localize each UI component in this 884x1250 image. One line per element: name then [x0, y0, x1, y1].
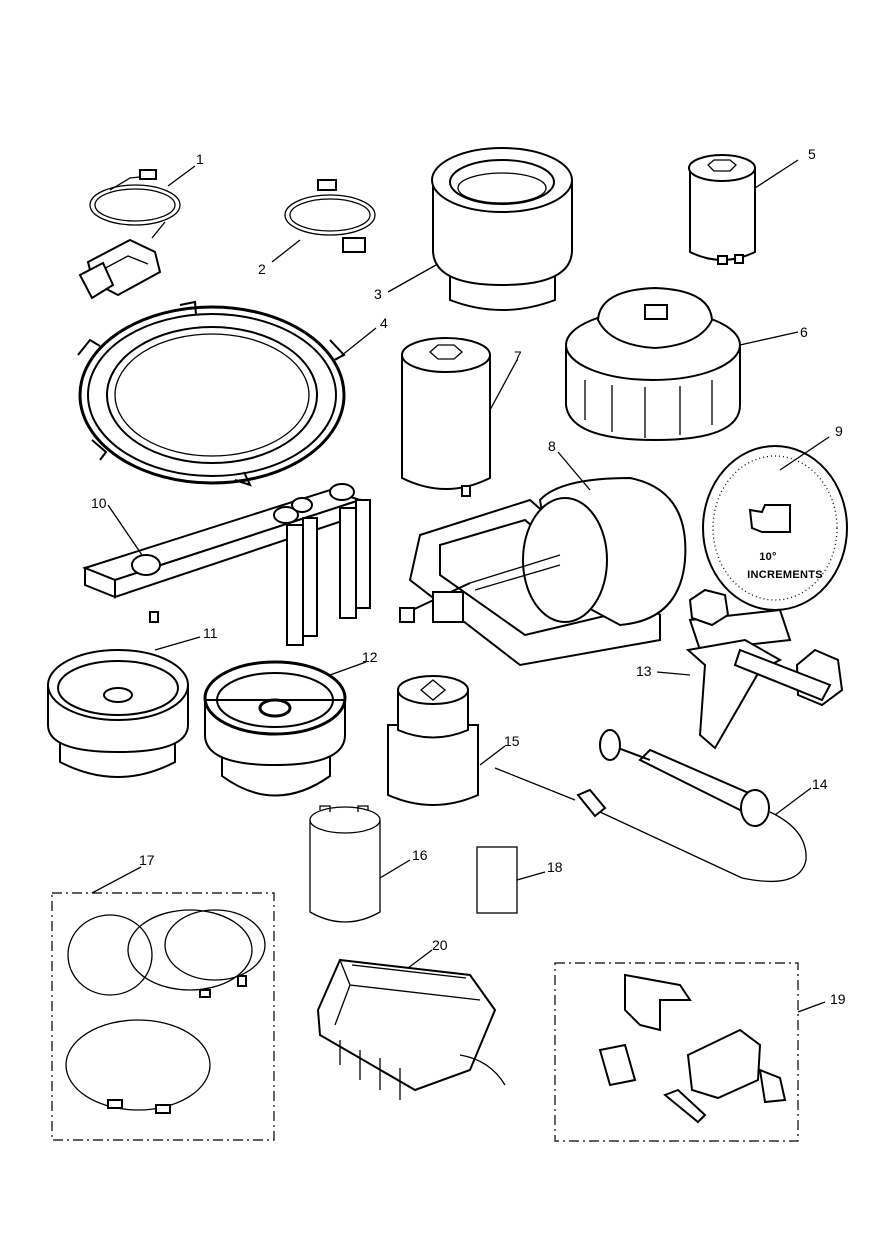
bearing-puller-frame — [399, 476, 687, 667]
callout-5: 5 — [808, 146, 816, 162]
cam-locking-tool — [685, 588, 844, 750]
deep-socket — [401, 337, 491, 497]
protractor-increments-label: INCREMENTS — [747, 569, 823, 581]
leader-lines — [91, 159, 830, 1013]
callout-3: 3 — [374, 286, 382, 302]
callout-numbers: 1 2 3 4 5 6 7 8 9 10 11 12 13 14 15 16 1… — [91, 146, 846, 1007]
callout-18: 18 — [547, 859, 563, 875]
square-drive-socket — [387, 675, 479, 806]
cup-socket-tool-12 — [203, 660, 347, 797]
cable-kit-17 — [51, 892, 275, 1141]
callout-8: 8 — [548, 438, 556, 454]
protractor-degree-label: 10° — [759, 551, 777, 563]
callout-10: 10 — [91, 495, 107, 511]
callout-19: 19 — [830, 991, 846, 1007]
vacuum-syringe-tool — [494, 729, 807, 883]
callout-17: 17 — [139, 852, 155, 868]
diagnostic-cable — [284, 179, 376, 253]
castellated-socket — [309, 805, 381, 923]
callout-11: 11 — [203, 625, 218, 641]
holding-bar-tool — [82, 483, 371, 646]
clutch-holding-ring — [77, 300, 346, 487]
callout-13: 13 — [636, 663, 652, 679]
oil-filter-wrench — [565, 286, 741, 442]
tool-kit-19 — [554, 962, 799, 1142]
callout-9: 9 — [835, 423, 843, 439]
label-card — [476, 846, 518, 914]
degree-disc-protractor — [702, 445, 848, 611]
callout-20: 20 — [432, 937, 448, 953]
callout-15: 15 — [504, 733, 520, 749]
callout-6: 6 — [800, 324, 808, 340]
callout-14: 14 — [812, 776, 828, 792]
callout-1: 1 — [196, 151, 204, 167]
large-socket-tool — [431, 147, 573, 311]
callout-2: 2 — [258, 261, 266, 277]
small-hex-socket — [688, 154, 756, 265]
callout-4: 4 — [380, 315, 388, 331]
callout-12: 12 — [362, 649, 378, 665]
diagnostic-interface-cable — [78, 169, 181, 300]
callout-7: 7 — [514, 348, 522, 364]
cup-socket-tool-11 — [47, 649, 189, 778]
electronic-control-unit — [316, 958, 506, 1100]
callout-16: 16 — [412, 847, 428, 863]
